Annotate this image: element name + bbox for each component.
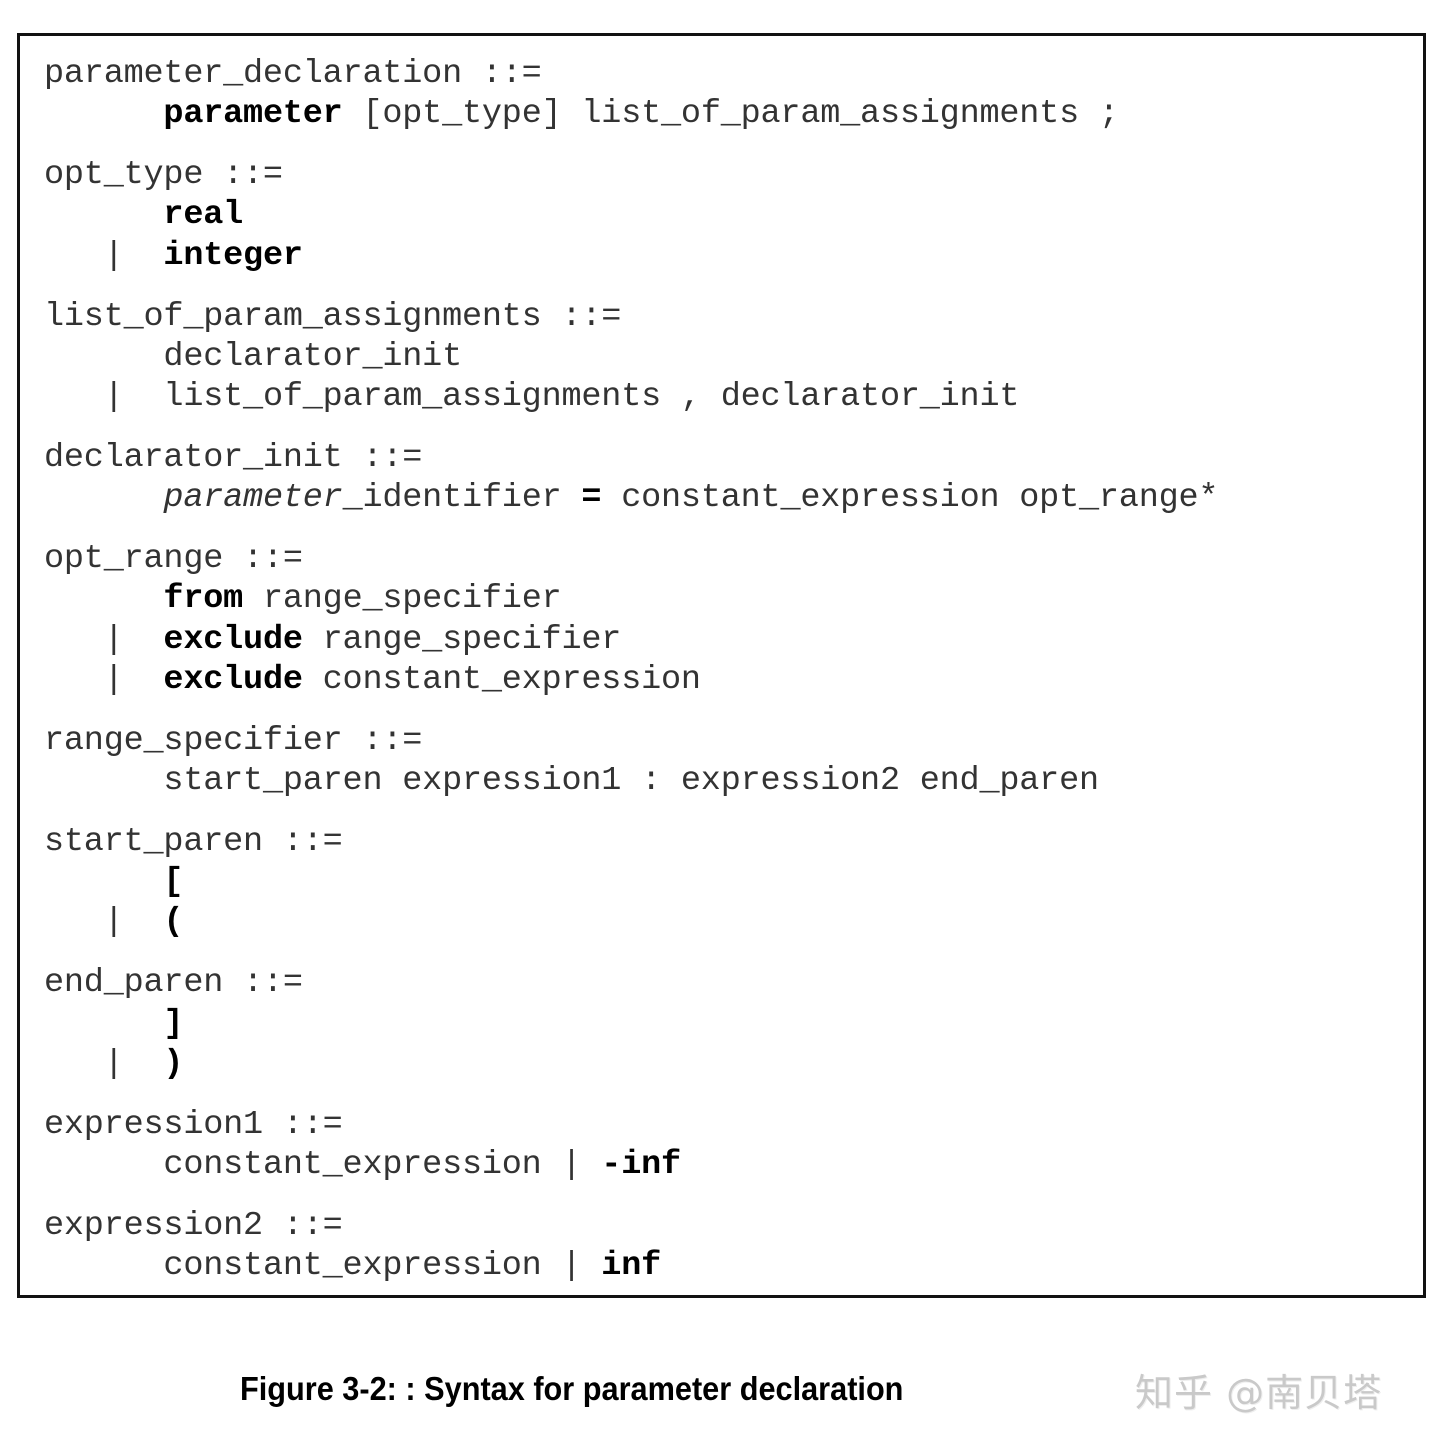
indent (44, 479, 163, 517)
alternative-bar: | (44, 378, 164, 417)
rule-alternative: ] (44, 1004, 183, 1044)
rule-alternative: [ (44, 862, 183, 902)
rule-alternative: | ( (44, 902, 184, 942)
keyword: ] (163, 1004, 184, 1043)
rule-alternative: | exclude range_specifier (44, 620, 622, 660)
syntax-box: parameter_declaration ::= parameter [opt… (17, 33, 1426, 1298)
rule-alternative: start_paren expression1 : expression2 en… (44, 761, 1099, 801)
keyword: parameter (163, 95, 343, 134)
figure-caption: Figure 3-2: : Syntax for parameter decla… (240, 1370, 904, 1407)
rule-alternative: constant_expression | inf (44, 1246, 661, 1286)
keyword: real (163, 196, 244, 235)
rule-alternative: | exclude constant_expression (44, 660, 701, 700)
grammar-text: [opt_type] list_of_param_assignments ; (342, 95, 1119, 134)
indent (44, 95, 163, 133)
rule-alternative: | ) (44, 1044, 184, 1084)
alternative-bar: | (44, 903, 164, 942)
rule-alternative: constant_expression | -inf (44, 1145, 681, 1185)
keyword: ( (163, 903, 184, 942)
grammar-text: start_paren expression1 : expression2 en… (163, 762, 1099, 800)
keyword: = (581, 479, 602, 518)
indent (44, 762, 163, 800)
grammar-text: parameter (163, 479, 343, 518)
grammar-text: range_specifier (302, 620, 622, 659)
grammar-text: constant_expression | (163, 1247, 602, 1285)
keyword: exclude (163, 620, 303, 659)
grammar-text: range_specifier (243, 580, 562, 619)
rule-alternative: declarator_init (44, 337, 462, 377)
indent (44, 1005, 163, 1043)
keyword: [ (163, 863, 184, 902)
keyword: inf (601, 1247, 662, 1285)
grammar-text: _identifier (342, 479, 582, 518)
keyword: -inf (601, 1145, 681, 1184)
rule-alternative: from range_specifier (44, 579, 562, 619)
rule-lhs: parameter_declaration ::= (44, 55, 542, 93)
grammar-text: declarator_init (163, 337, 462, 376)
alternative-bar: | (44, 1044, 164, 1083)
rule-lhs: declarator_init ::= (44, 438, 423, 477)
indent (44, 196, 163, 234)
rule-lhs: expression2 ::= (44, 1206, 343, 1245)
alternative-bar: | (44, 660, 164, 699)
rule-lhs: list_of_param_assignments ::= (44, 297, 622, 336)
rule-alternative: | integer (44, 236, 303, 276)
indent (44, 1247, 163, 1285)
keyword: integer (163, 236, 303, 275)
alternative-bar: | (44, 620, 164, 659)
grammar-text: constant_expression (302, 660, 701, 699)
rule-lhs: end_paren ::= (44, 964, 303, 1003)
indent (44, 580, 163, 618)
rule-alternative: | list_of_param_assignments , declarator… (44, 377, 1020, 417)
keyword: ) (163, 1044, 184, 1083)
grammar-text: constant_expression | (163, 1145, 602, 1184)
rule-lhs: range_specifier ::= (44, 721, 423, 760)
rule-lhs: expression1 ::= (44, 1105, 343, 1144)
rule-alternative: real (44, 195, 243, 235)
indent (44, 1146, 163, 1184)
rule-alternative: parameter_identifier = constant_expressi… (44, 478, 1218, 518)
grammar-text: list_of_param_assignments , declarator_i… (163, 378, 1020, 417)
indent (44, 863, 163, 901)
alternative-bar: | (44, 236, 164, 275)
rule-lhs: opt_type ::= (44, 156, 283, 195)
watermark: 知乎 @南贝塔 (1135, 1371, 1383, 1415)
rule-lhs: opt_range ::= (44, 540, 303, 578)
grammar-text: constant_expression opt_range* (601, 479, 1219, 518)
indent (44, 338, 163, 376)
keyword: exclude (163, 660, 303, 699)
rule-alternative: parameter [opt_type] list_of_param_assig… (44, 94, 1119, 134)
keyword: from (163, 580, 244, 619)
rule-lhs: start_paren ::= (44, 822, 343, 861)
